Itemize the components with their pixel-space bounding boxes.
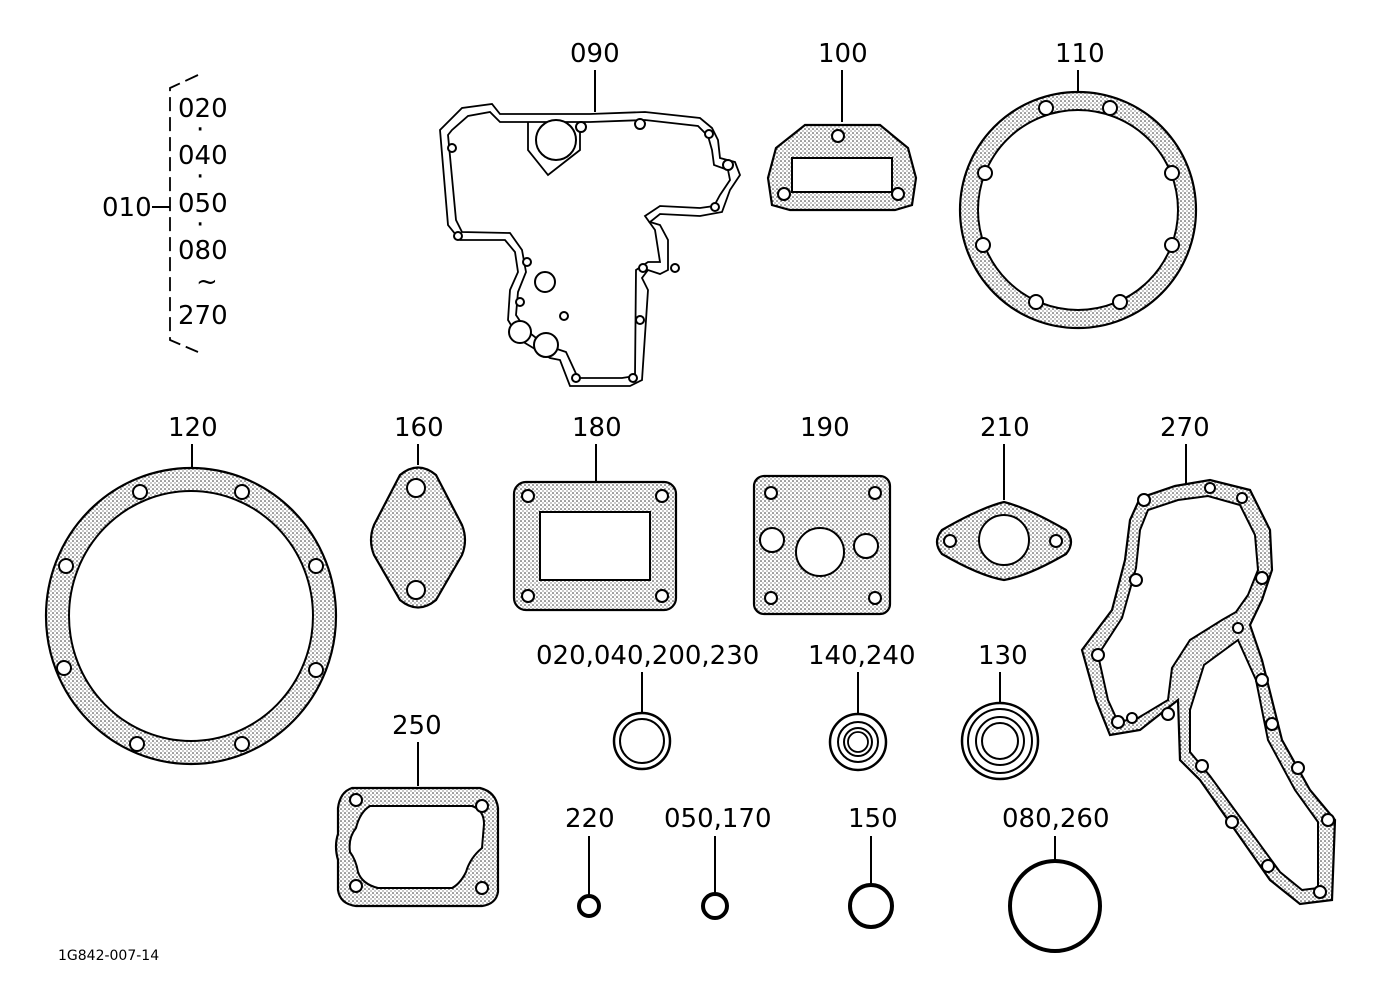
o-ring-080-260: 080,260 bbox=[1002, 804, 1110, 953]
part-090-gear-case-gasket: 090 bbox=[439, 39, 742, 387]
kit-dot-separator: · bbox=[196, 162, 204, 192]
kit-member-label: 080 bbox=[178, 236, 228, 266]
part-label-080-260: 080,260 bbox=[1002, 804, 1110, 834]
part-110-gasket: 110 bbox=[958, 39, 1198, 330]
o-ring-220: 220 bbox=[565, 804, 615, 918]
part-label-050-170: 050,170 bbox=[664, 804, 772, 834]
part-label-seal-c: 130 bbox=[978, 641, 1028, 671]
part-label-210: 210 bbox=[980, 413, 1030, 443]
o-ring-150: 150 bbox=[848, 804, 898, 929]
part-label-seal-b: 140,240 bbox=[808, 641, 916, 671]
drawing-id: 1G842-007-14 bbox=[58, 948, 159, 964]
part-label-160: 160 bbox=[394, 413, 444, 443]
part-label-seal-a: 020,040,200,230 bbox=[536, 641, 759, 671]
part-180-gasket: 180 bbox=[512, 413, 678, 612]
part-210-gasket: 210 bbox=[935, 413, 1073, 582]
part-label-220: 220 bbox=[565, 804, 615, 834]
part-label-100: 100 bbox=[818, 39, 868, 69]
part-label-190: 190 bbox=[800, 413, 850, 443]
kit-member-label: 050 bbox=[178, 189, 228, 219]
kit-main-label: 010 bbox=[102, 193, 152, 223]
kit-group-bracket: 010 020 · 040 · 050 · 080 ~ 270 bbox=[102, 74, 228, 353]
part-label-110: 110 bbox=[1055, 39, 1105, 69]
part-250-gasket: 250 bbox=[334, 711, 500, 908]
seal-130: 130 bbox=[960, 641, 1040, 781]
part-270-water-pump-gasket: 270 bbox=[1080, 413, 1337, 906]
kit-member-label: 020 bbox=[178, 94, 228, 124]
seal-020-040-200-230: 020,040,200,230 bbox=[536, 641, 759, 771]
part-label-150: 150 bbox=[848, 804, 898, 834]
o-ring-050-170: 050,170 bbox=[664, 804, 772, 920]
kit-range-separator: ~ bbox=[196, 267, 218, 297]
seal-140-240: 140,240 bbox=[808, 641, 916, 772]
kit-dot-separator: · bbox=[196, 210, 204, 240]
part-label-120: 120 bbox=[168, 413, 218, 443]
part-190-gasket: 190 bbox=[752, 413, 892, 616]
kit-member-label: 270 bbox=[178, 301, 228, 331]
part-100-gasket: 100 bbox=[766, 39, 918, 212]
part-label-090: 090 bbox=[570, 39, 620, 69]
part-120-gasket: 120 bbox=[44, 413, 338, 766]
kit-dot-separator: · bbox=[196, 115, 204, 145]
part-label-180: 180 bbox=[572, 413, 622, 443]
kit-member-label: 040 bbox=[178, 141, 228, 171]
part-label-250: 250 bbox=[392, 711, 442, 741]
part-label-270: 270 bbox=[1160, 413, 1210, 443]
part-160-gasket: 160 bbox=[369, 413, 467, 609]
